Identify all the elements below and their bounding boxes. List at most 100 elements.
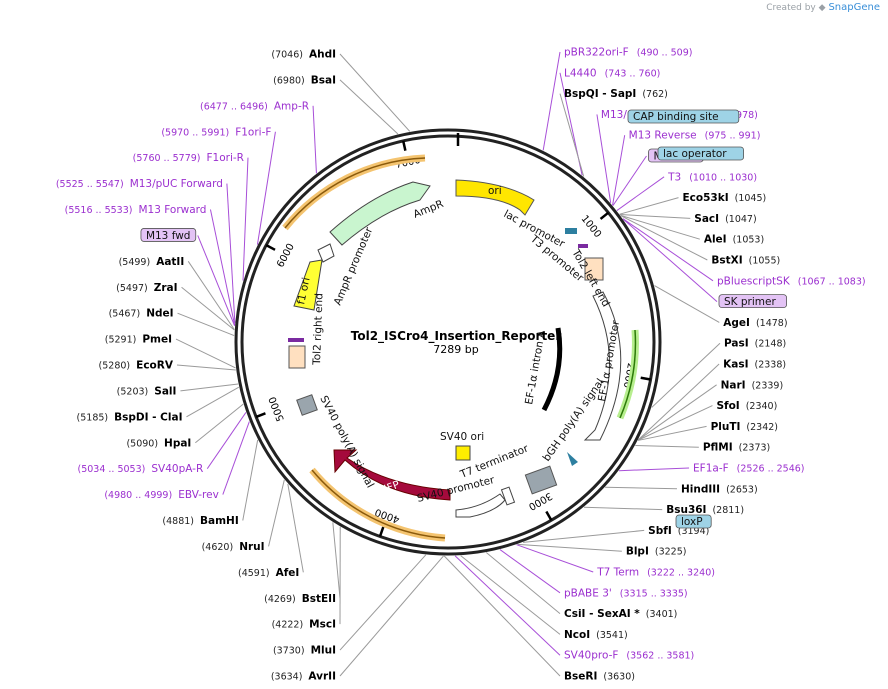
- primer-leader: [499, 549, 561, 594]
- site-leader: [339, 79, 399, 135]
- site-leader: [637, 425, 707, 441]
- ruler-tick: [265, 244, 276, 251]
- feature-ori: [455, 179, 535, 216]
- restriction-site-label: (4620)NruI: [202, 541, 265, 553]
- restriction-site-label: (4222)MscI: [272, 619, 336, 631]
- primer-label: (5525 .. 5547)M13/pUC Forward: [56, 178, 223, 190]
- primer-label: T7 Term(3222 .. 3240): [596, 567, 715, 579]
- site-leader: [559, 93, 585, 177]
- restriction-site-label: HindIII(2653): [681, 483, 758, 495]
- restriction-site-label: Bsu36I(2811): [666, 504, 744, 516]
- feature-ef1a-intron: [541, 327, 563, 412]
- primer-leader: [622, 218, 718, 302]
- primer-label: (5760 .. 5779)F1ori-R: [133, 152, 244, 164]
- primer-label: L4440(743 .. 760): [564, 67, 660, 79]
- site-leader: [268, 479, 285, 547]
- site-leader: [485, 552, 561, 614]
- ruler-tick: [599, 211, 610, 220]
- site-leader: [620, 214, 700, 240]
- backbone-outer: [234, 128, 662, 556]
- feature-box: [675, 514, 712, 529]
- restriction-site-label: (5203)SalI: [117, 385, 177, 397]
- feature-ef1a-promoter: [583, 291, 622, 441]
- feature-arc-ampr-top-core: [284, 157, 426, 229]
- ruler-tick-label: 6000: [275, 242, 297, 270]
- restriction-site-label: SfoI(2340): [716, 400, 777, 412]
- site-leader: [175, 338, 236, 369]
- primer-label: SV40pro-F(3562 .. 3581): [564, 650, 694, 662]
- primer-label: (6477 .. 6496)Amp-R: [200, 100, 309, 112]
- restriction-site-label: KasI(2338): [723, 359, 786, 371]
- ruler-tick: [255, 412, 266, 419]
- primer-leader: [622, 218, 714, 282]
- restriction-site-label: CsiI - SexAI *(3401): [564, 608, 677, 620]
- site-leader: [443, 555, 561, 677]
- primer-box: [140, 228, 197, 242]
- feature-ampr-promoter: [317, 243, 335, 263]
- site-leader: [654, 285, 720, 323]
- site-leader: [186, 386, 240, 418]
- ruler-tick: [545, 510, 553, 521]
- feature-label-ori: ori: [488, 185, 502, 197]
- snapgene-brand-icon: ◆: [818, 3, 826, 13]
- site-leader: [242, 439, 259, 521]
- primer-label: (4980 .. 4999)EBV-rev: [104, 489, 219, 501]
- primer-label: (5970 .. 5991)F1ori-F: [161, 126, 271, 138]
- feature-sv40-ori: [455, 445, 471, 461]
- restriction-site-label: (4881)BamHI: [162, 515, 238, 527]
- feature-label-sv40-ori: SV40 ori: [440, 431, 484, 443]
- primer-leader: [242, 157, 249, 281]
- restriction-site-label: (4269)BstEII: [264, 593, 336, 605]
- ruler-tick-label: 3000: [526, 490, 554, 512]
- site-leader: [619, 197, 679, 215]
- restriction-site-label: (5291)PmeI: [105, 334, 172, 346]
- restriction-site-label: PflMI(2373): [703, 442, 770, 454]
- feature-tol2-right-end: [288, 345, 306, 369]
- restriction-site-label: AgeI(1478): [723, 317, 787, 329]
- primer-leader: [616, 176, 665, 211]
- snapgene-logo: Created by ◆ SnapGene: [766, 2, 880, 13]
- plasmid-size: 7289 bp: [433, 343, 478, 356]
- restriction-site-label: (7046)AhdI: [271, 49, 336, 61]
- restriction-site-label: BlpI(3225): [626, 546, 687, 558]
- restriction-site-label: SbfI(3194): [648, 525, 709, 537]
- restriction-site-label: PluTI(2342): [711, 421, 778, 433]
- primer-label: (5516 .. 5533)M13 Forward: [65, 204, 207, 216]
- primer-leader: [454, 555, 561, 656]
- feature-box-label: lac operator: [663, 148, 727, 160]
- feature-box-label: loxP: [681, 516, 703, 528]
- feature-sv40-polya: [296, 394, 318, 416]
- primer-leader: [618, 467, 690, 472]
- ruler-tick-label: 5000: [267, 395, 287, 423]
- site-leader: [619, 213, 691, 219]
- primer-label: pBluescriptSK(1067 .. 1083): [717, 275, 866, 287]
- site-leader: [638, 363, 720, 441]
- restriction-site-label: (5280)EcoRV: [99, 360, 174, 372]
- primer-box-label: SK primer: [724, 296, 776, 308]
- plasmid-name: Tol2_ISCro4_Insertion_Reporter: [351, 329, 562, 344]
- logo-prefix: Created by: [766, 3, 816, 13]
- external-labels: pBR322ori-F(490 .. 509)L4440(743 .. 760)…: [56, 47, 866, 683]
- feature-box: [657, 146, 744, 161]
- feature-label-sv40-polya: SV40 poly(A) signal: [317, 394, 376, 490]
- feature-ampr: [329, 181, 431, 246]
- site-leader: [517, 543, 622, 552]
- restriction-site-label: (5497)ZraI: [116, 282, 177, 294]
- ruler-tick: [378, 526, 385, 537]
- site-leader: [637, 405, 713, 441]
- feature-label-sv40-promoter: SV40 promoter: [416, 474, 496, 505]
- primer-leader: [542, 51, 561, 151]
- ruler-tick: [402, 140, 407, 151]
- site-leader: [181, 286, 235, 331]
- primer-label: T3(1010 .. 1030): [667, 171, 757, 183]
- feature-arc-green-core: [619, 329, 637, 419]
- feature-purple-mark: [578, 244, 588, 248]
- restriction-site-label: SacI(1047): [694, 213, 756, 225]
- site-leader: [339, 53, 411, 132]
- primer-label: M13 Reverse(975 .. 991): [629, 130, 761, 142]
- restriction-site-label: BseRI(3630): [564, 671, 635, 683]
- restriction-site-label: Eco53kI(1045): [683, 192, 767, 204]
- site-leader: [620, 215, 708, 261]
- restriction-site-label: (5499)AatII: [119, 256, 185, 268]
- site-leader: [339, 555, 444, 677]
